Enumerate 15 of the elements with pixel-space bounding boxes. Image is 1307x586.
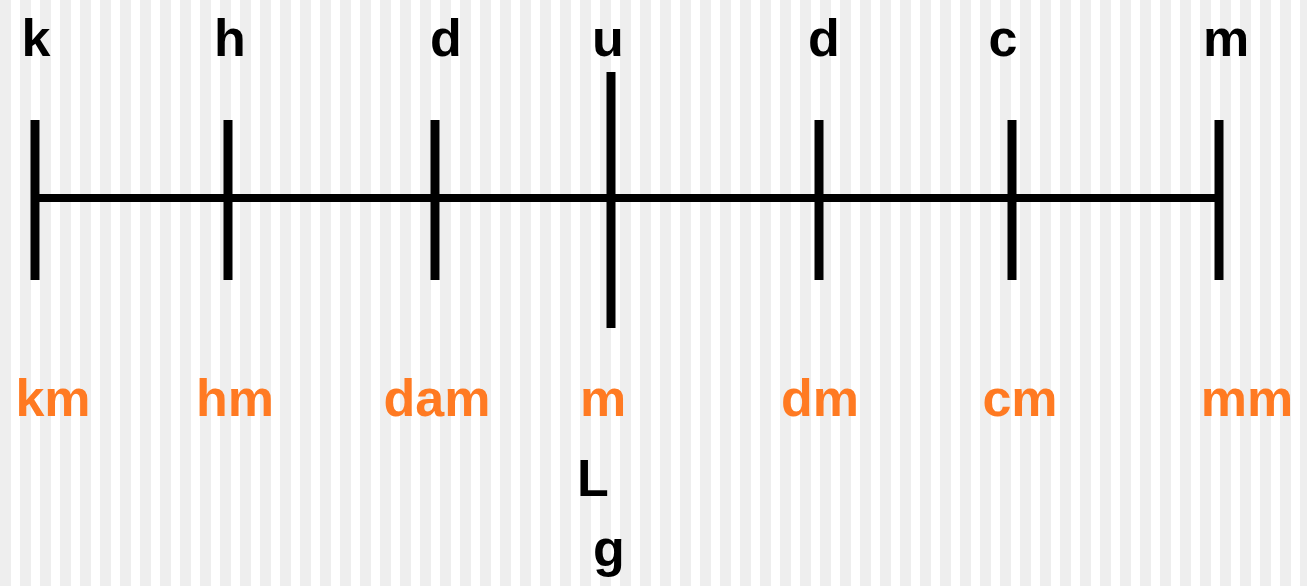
unit-symbol: dm [781, 372, 859, 424]
prefix-letter: d [808, 12, 840, 64]
unit-symbol: L [577, 452, 609, 504]
prefix-letter: d [430, 12, 462, 64]
unit-symbol: hm [196, 372, 274, 424]
unit-symbol: m [579, 372, 627, 424]
prefix-letter: c [988, 12, 1018, 64]
unit-symbol: dam [383, 372, 491, 424]
prefix-letter: h [214, 12, 246, 64]
unit-symbol: cm [982, 372, 1058, 424]
unit-symbol: mm [1200, 372, 1294, 424]
prefix-letter: m [1202, 12, 1250, 64]
unit-symbol: km [15, 372, 91, 424]
prefix-letter: u [592, 12, 624, 64]
prefix-letter: k [21, 12, 51, 64]
